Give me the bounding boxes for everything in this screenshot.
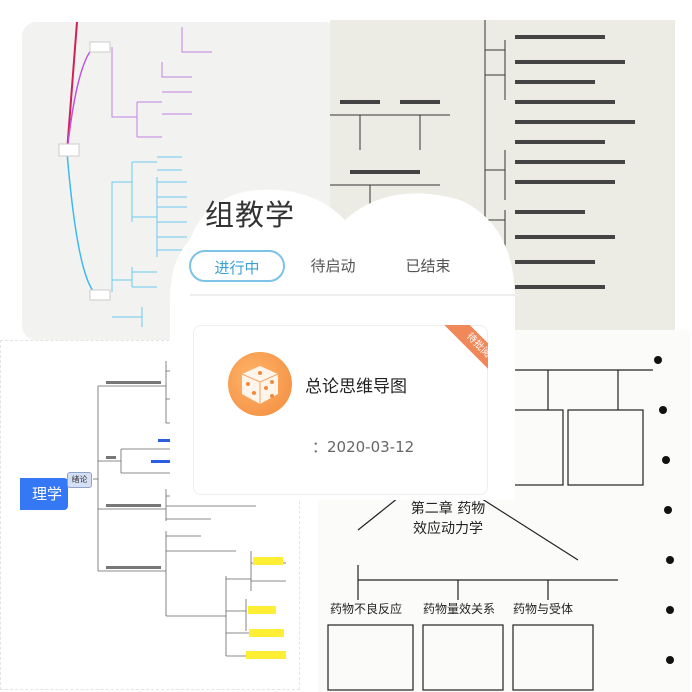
branch-label: 药物与受体: [513, 602, 574, 616]
page-title: 组教学: [205, 198, 296, 232]
branch-label: 药物不良反应: [330, 602, 403, 616]
mindmap-root-node: 理学: [20, 478, 68, 510]
dice-icon: [228, 352, 292, 416]
card-title: 总论思维导图: [305, 377, 407, 397]
card-date: ：2020-03-12: [312, 438, 415, 456]
task-card[interactable]: [193, 325, 488, 495]
tab-pending[interactable]: 待启动: [310, 257, 356, 275]
tab-finished[interactable]: 已结束: [405, 257, 451, 275]
mindmap-node: 绪论: [67, 472, 92, 488]
chapter-heading: 第二章 药物效应动力学: [410, 501, 486, 537]
tab-in-progress[interactable]: 进行中: [189, 250, 285, 282]
mindmap-branches: [58, 22, 212, 327]
branch-label: 药物量效关系: [423, 602, 496, 616]
tabs-divider: [190, 294, 520, 296]
status-badge-label: 待批阅: [443, 325, 488, 381]
handwritten-tree: [330, 20, 635, 320]
status-badge: 待批阅: [430, 325, 488, 383]
